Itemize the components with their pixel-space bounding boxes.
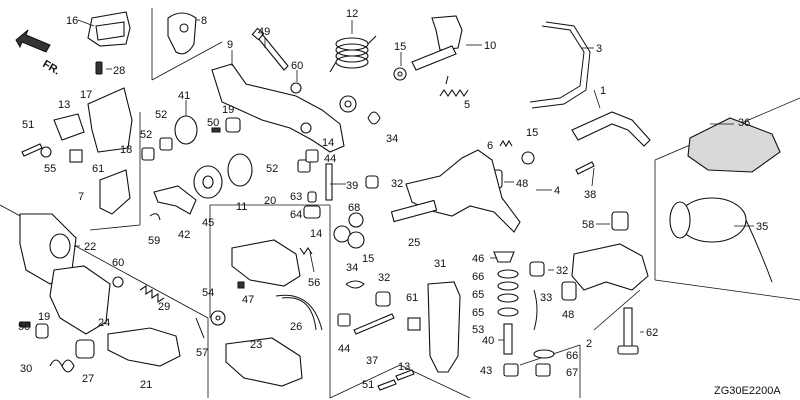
callout-label: 13 <box>398 361 410 373</box>
callout-label: 46 <box>472 253 484 265</box>
callout-label: 19 <box>222 104 234 116</box>
callout-label: 6 <box>487 140 493 152</box>
callout-label: 12 <box>346 8 358 20</box>
callout-label: 34 <box>346 262 358 274</box>
callout-label: 24 <box>98 317 110 329</box>
callout-label: 59 <box>148 235 160 247</box>
callout-label: 32 <box>556 265 568 277</box>
callout-label: 22 <box>84 241 96 253</box>
callout-label: 61 <box>92 163 104 175</box>
callout-numbers: 16 28 8 49 60 12 15 10 3 9 41 52 19 50 5… <box>18 8 768 391</box>
callout-label: 33 <box>540 292 552 304</box>
callout-label: 32 <box>378 272 390 284</box>
callout-label: 55 <box>44 163 56 175</box>
callout-label: 48 <box>516 178 528 190</box>
callout-label: 65 <box>472 289 484 301</box>
callout-label: 10 <box>484 40 496 52</box>
callout-label: 4 <box>554 185 560 197</box>
callout-label: 5 <box>464 99 470 111</box>
callout-label: 13 <box>58 99 70 111</box>
callout-label: 52 <box>266 163 278 175</box>
callout-label: 18 <box>120 144 132 156</box>
callout-label: 11 <box>236 201 247 213</box>
callout-label: 54 <box>202 287 214 299</box>
callout-label: 32 <box>391 178 403 190</box>
callout-label: 14 <box>310 228 322 240</box>
callout-label: 47 <box>242 294 254 306</box>
callout-label: 67 <box>566 367 578 379</box>
callout-label: 40 <box>482 335 494 347</box>
callout-label: 8 <box>201 15 207 27</box>
callout-label: 64 <box>290 209 302 221</box>
callout-label: 26 <box>290 321 302 333</box>
callout-label: 45 <box>202 217 214 229</box>
drawing-code: ZG30E2200A <box>714 385 781 397</box>
callout-label: 2 <box>586 338 592 350</box>
callout-label: 38 <box>584 189 596 201</box>
callout-label: 27 <box>82 373 94 385</box>
callout-label: 1 <box>600 85 606 97</box>
callout-label: 48 <box>562 309 574 321</box>
callout-label: 28 <box>113 65 125 77</box>
callout-label: 60 <box>291 60 303 72</box>
leader-lines <box>74 19 754 341</box>
parts-artwork <box>19 11 781 391</box>
front-direction-arrow: FR. <box>15 29 62 77</box>
callout-label: 34 <box>386 133 398 145</box>
callout-label: 51 <box>22 119 34 131</box>
callout-label: 63 <box>290 191 302 203</box>
callout-label: 9 <box>227 39 233 51</box>
callout-label: 52 <box>140 129 152 141</box>
callout-label: 3 <box>596 43 602 55</box>
callout-label: 31 <box>434 258 446 270</box>
callout-label: 19 <box>38 311 50 323</box>
callout-label: 61 <box>406 292 418 304</box>
callout-label: 7 <box>78 191 84 203</box>
callout-label: 53 <box>472 324 484 336</box>
callout-label: 15 <box>526 127 538 139</box>
callout-label: 49 <box>258 26 270 38</box>
callout-label: 29 <box>158 301 170 313</box>
callout-label: 51 <box>362 379 374 391</box>
callout-label: 23 <box>250 339 262 351</box>
callout-label: 42 <box>178 229 190 241</box>
callout-label: 60 <box>112 257 124 269</box>
callout-label: 62 <box>646 327 658 339</box>
callout-label: 39 <box>346 180 358 192</box>
callout-label: 68 <box>348 202 360 214</box>
callout-label: 35 <box>756 221 768 233</box>
callout-label: 44 <box>324 153 336 165</box>
callout-label: 17 <box>80 89 92 101</box>
callout-label: 44 <box>338 343 350 355</box>
callout-label: 57 <box>196 347 208 359</box>
callout-label: 21 <box>140 379 152 391</box>
callout-label: 14 <box>322 137 334 149</box>
callout-label: 52 <box>155 109 167 121</box>
callout-label: 36 <box>738 117 750 129</box>
callout-label: 37 <box>366 355 378 367</box>
callout-label: 16 <box>66 15 78 27</box>
callout-label: 43 <box>480 365 492 377</box>
callout-label: 50 <box>207 117 219 129</box>
callout-label: 58 <box>582 219 594 231</box>
callout-label: 50 <box>18 321 30 333</box>
callout-label: 15 <box>362 253 374 265</box>
callout-label: 25 <box>408 237 420 249</box>
front-direction-label: FR. <box>41 58 62 77</box>
callout-label: 56 <box>308 277 320 289</box>
callout-label: 66 <box>472 271 484 283</box>
callout-label: 20 <box>264 195 276 207</box>
callout-label: 66 <box>566 350 578 362</box>
callout-label: 41 <box>178 90 190 102</box>
callout-label: 65 <box>472 307 484 319</box>
callout-label: 15 <box>394 41 406 53</box>
callout-label: 30 <box>20 363 32 375</box>
